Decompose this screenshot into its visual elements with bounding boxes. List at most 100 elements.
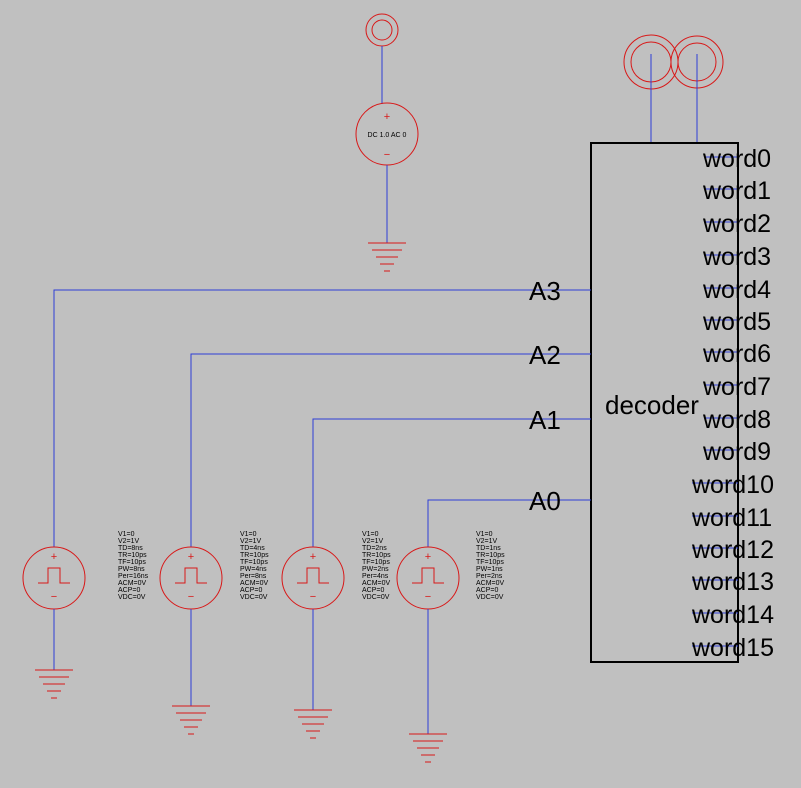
svg-text:PW=8ns: PW=8ns bbox=[118, 566, 145, 573]
output-word0: word0 bbox=[702, 145, 771, 173]
svg-text:−: − bbox=[51, 591, 57, 603]
svg-text:−: − bbox=[310, 591, 316, 603]
svg-text:VDC=0V: VDC=0V bbox=[118, 594, 146, 601]
output-label: word3 bbox=[702, 243, 771, 271]
output-word10: word10 bbox=[691, 471, 774, 499]
svg-text:V1=0: V1=0 bbox=[476, 531, 493, 538]
output-word9: word9 bbox=[702, 438, 771, 466]
svg-text:+: + bbox=[425, 551, 431, 563]
pulse-params: V1=0 V2=1V TD=8ns TR=10ps TF=10ps PW=8ns… bbox=[118, 531, 149, 601]
pulse-source-a1[interactable]: + − V1=0 V2=1V TD=2ns TR=10ps TF=10ps PW… bbox=[281, 531, 391, 739]
svg-text:V2=1V: V2=1V bbox=[362, 538, 384, 545]
svg-text:ACP=0: ACP=0 bbox=[240, 587, 262, 594]
output-label: word4 bbox=[702, 276, 771, 304]
svg-text:TD=2ns: TD=2ns bbox=[362, 545, 387, 552]
wire-a3 bbox=[53, 289, 591, 547]
pulse-icon bbox=[175, 567, 207, 584]
svg-text:ACM=0V: ACM=0V bbox=[118, 580, 147, 587]
svg-text:+: + bbox=[310, 551, 316, 563]
output-word13: word13 bbox=[691, 568, 774, 596]
output-word4: word4 bbox=[702, 276, 771, 304]
output-word2: word2 bbox=[702, 210, 771, 238]
svg-text:V2=1V: V2=1V bbox=[118, 538, 140, 545]
input-label-a0: A0 bbox=[529, 486, 561, 516]
decoder-outputs: word0 word1 word2 word3 word4 word5 word… bbox=[691, 145, 774, 662]
pulse-source-a2[interactable]: + − V1=0 V2=1V TD=4ns TR=10ps TF=10ps PW… bbox=[159, 531, 269, 735]
svg-text:Per=8ns: Per=8ns bbox=[240, 573, 267, 580]
output-word11: word11 bbox=[691, 504, 772, 532]
svg-text:TR=10ps: TR=10ps bbox=[362, 552, 391, 559]
svg-text:ACM=0V: ACM=0V bbox=[476, 580, 505, 587]
input-label-a3: A3 bbox=[529, 276, 561, 306]
svg-text:TD=8ns: TD=8ns bbox=[118, 545, 143, 552]
input-label-a1: A1 bbox=[529, 405, 561, 435]
dc-plus: + bbox=[384, 111, 390, 123]
terminal-icon[interactable] bbox=[365, 13, 399, 47]
decoder-box[interactable] bbox=[590, 142, 739, 663]
svg-text:−: − bbox=[188, 591, 194, 603]
output-word5: word5 bbox=[702, 308, 771, 336]
dc-source-label: DC 1.0 AC 0 bbox=[368, 132, 407, 139]
output-word7: word7 bbox=[702, 373, 771, 401]
output-label: word6 bbox=[702, 340, 771, 368]
svg-text:PW=1ns: PW=1ns bbox=[476, 566, 503, 573]
output-label: word0 bbox=[702, 145, 771, 173]
svg-text:PW=2ns: PW=2ns bbox=[362, 566, 389, 573]
ground-icon bbox=[409, 733, 447, 763]
svg-text:TR=10ps: TR=10ps bbox=[118, 552, 147, 559]
ground-icon bbox=[35, 669, 73, 699]
svg-text:Per=4ns: Per=4ns bbox=[362, 573, 389, 580]
pulse-params: V1=0 V2=1V TD=1ns TR=10ps TF=10ps PW=1ns… bbox=[476, 531, 505, 601]
output-word3: word3 bbox=[702, 243, 771, 271]
wire-a0 bbox=[427, 499, 591, 547]
svg-text:ACP=0: ACP=0 bbox=[362, 587, 384, 594]
svg-text:ACM=0V: ACM=0V bbox=[240, 580, 269, 587]
dc-minus: − bbox=[384, 149, 390, 161]
svg-text:VDC=0V: VDC=0V bbox=[362, 594, 390, 601]
output-word6: word6 bbox=[702, 340, 771, 368]
svg-text:TD=4ns: TD=4ns bbox=[240, 545, 265, 552]
ground-icon bbox=[368, 242, 406, 272]
svg-text:V1=0: V1=0 bbox=[362, 531, 379, 538]
svg-text:ACP=0: ACP=0 bbox=[118, 587, 140, 594]
output-word14: word14 bbox=[691, 601, 774, 629]
output-word12: word12 bbox=[691, 536, 774, 564]
output-word15: word15 bbox=[691, 634, 774, 662]
svg-text:VDC=0V: VDC=0V bbox=[240, 594, 268, 601]
pulse-params: V1=0 V2=1V TD=2ns TR=10ps TF=10ps PW=2ns… bbox=[362, 531, 391, 601]
output-label: word9 bbox=[702, 438, 771, 466]
svg-text:Per=16ns: Per=16ns bbox=[118, 573, 149, 580]
svg-text:VDC=0V: VDC=0V bbox=[476, 594, 504, 601]
ground-icon bbox=[294, 709, 332, 739]
output-label: word8 bbox=[702, 406, 771, 434]
dc-source[interactable]: + − DC 1.0 AC 0 bbox=[355, 13, 419, 272]
output-label: word2 bbox=[702, 210, 771, 238]
svg-text:V2=1V: V2=1V bbox=[240, 538, 262, 545]
decoder-name: decoder bbox=[605, 390, 699, 420]
output-label: word5 bbox=[702, 308, 771, 336]
pulse-icon bbox=[297, 567, 329, 584]
pulse-icon bbox=[412, 567, 444, 584]
svg-text:ACM=0V: ACM=0V bbox=[362, 580, 391, 587]
pulse-source-a3[interactable]: + − V1=0 V2=1V TD=8ns TR=10ps TF=10ps PW… bbox=[22, 531, 149, 699]
pulse-source-a0[interactable]: + − V1=0 V2=1V TD=1ns TR=10ps TF=10ps PW… bbox=[396, 531, 505, 763]
wire-a2 bbox=[190, 353, 591, 547]
output-label: word1 bbox=[702, 177, 771, 205]
svg-text:−: − bbox=[425, 591, 431, 603]
svg-text:V1=0: V1=0 bbox=[118, 531, 135, 538]
svg-text:TF=10ps: TF=10ps bbox=[118, 559, 146, 566]
input-wires: A3 A2 A1 A0 bbox=[53, 276, 591, 547]
output-word1: word1 bbox=[702, 177, 771, 205]
supply-terminals bbox=[623, 34, 724, 142]
pulse-icon bbox=[38, 567, 70, 584]
svg-text:V2=1V: V2=1V bbox=[476, 538, 498, 545]
ground-icon bbox=[172, 705, 210, 735]
input-label-a2: A2 bbox=[529, 340, 561, 370]
output-label: word10 bbox=[691, 471, 774, 499]
svg-text:ACP=0: ACP=0 bbox=[476, 587, 498, 594]
output-word8: word8 bbox=[702, 406, 771, 434]
svg-text:PW=4ns: PW=4ns bbox=[240, 566, 267, 573]
wire-a1 bbox=[312, 418, 591, 547]
decoder-block[interactable]: decoder bbox=[590, 142, 739, 663]
